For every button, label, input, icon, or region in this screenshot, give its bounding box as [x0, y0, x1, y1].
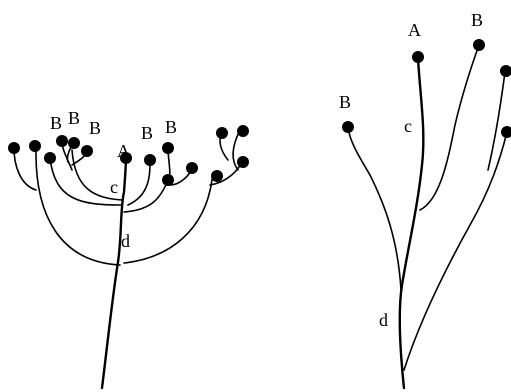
left-tip [237, 156, 249, 168]
right-branch-left [347, 127, 402, 291]
right-tip [501, 126, 511, 138]
left-tip [162, 174, 174, 186]
left-trunk [100, 156, 128, 390]
right-tip [412, 51, 424, 63]
left-tip [81, 145, 93, 157]
right-arm-outer [123, 179, 213, 264]
inner-right-1 [123, 179, 169, 213]
left-tip [8, 142, 20, 154]
left-tip [120, 152, 132, 164]
left-label-d: d [121, 231, 130, 251]
left-label-b: B [165, 117, 177, 137]
right-tip [500, 65, 511, 77]
left-tip [29, 140, 41, 152]
left-label-b: B [50, 113, 62, 133]
right-branch-top [419, 44, 480, 211]
left-label-a: A [117, 141, 130, 161]
right-label-b: B [471, 10, 483, 30]
right-label-c: c [404, 116, 412, 136]
right-tip [342, 121, 354, 133]
left-tip [44, 152, 56, 164]
left-tip [144, 154, 156, 166]
left-label-c: c [110, 177, 118, 197]
left-twig-1 [13, 147, 37, 191]
left-tip [211, 170, 223, 182]
right-branch-lower [403, 131, 508, 371]
left-tip [186, 162, 198, 174]
left-label-b: B [89, 118, 101, 138]
left-arm-inner [49, 157, 122, 206]
right-label-a: A [408, 20, 421, 40]
right-arm-twig-3 [232, 129, 241, 171]
left-tip [216, 127, 228, 139]
left-tip [237, 125, 249, 137]
left-arm-outer [35, 149, 121, 266]
left-tree: B B B A B B c d [8, 108, 249, 390]
right-label-d: d [379, 310, 388, 330]
left-label-b: B [141, 123, 153, 143]
left-label-b: B [68, 108, 80, 128]
right-branch-upper [487, 71, 506, 171]
right-trunk [398, 56, 425, 390]
left-tip [68, 137, 80, 149]
right-label-b: B [339, 92, 351, 112]
left-tip [162, 142, 174, 154]
right-tip [473, 39, 485, 51]
left-twig-2 [71, 149, 123, 201]
right-tree: A B B c d [339, 10, 511, 390]
left-tip [56, 135, 68, 147]
inner-right-2 [127, 159, 151, 206]
